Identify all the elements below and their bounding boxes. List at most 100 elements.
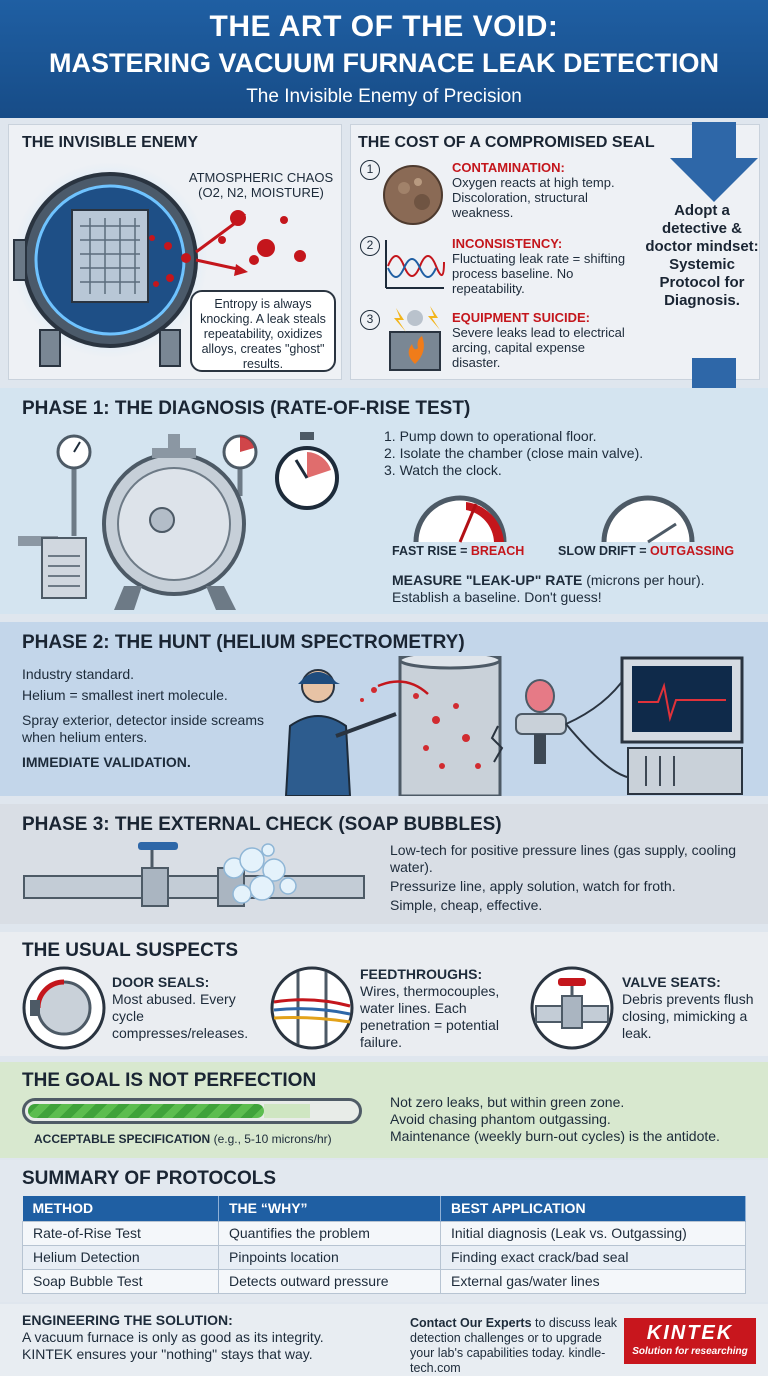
phase2-line1: Industry standard. (22, 666, 135, 682)
vacuum-chamber-illustration (12, 162, 306, 367)
summary-header-row: METHOD THE “WHY” BEST APPLICATION (22, 1196, 746, 1221)
phase2-text: Industry standard. Helium = smallest ine… (22, 666, 272, 771)
enemy-title: THE INVISIBLE ENEMY (22, 134, 199, 151)
phase3-line1: Low-tech for positive pressure lines (ga… (390, 842, 737, 875)
cost-item-1: CONTAMINATION: Oxygen reacts at high tem… (452, 160, 632, 220)
measure-bold: MEASURE "LEAK-UP" RATE (392, 572, 583, 588)
summary-title: SUMMARY OF PROTOCOLS (22, 1168, 277, 1189)
cost-item-2-number: 2 (360, 236, 380, 256)
mindset-text: Adopt a detective & doctor mindset: Syst… (645, 202, 759, 309)
acceptable-spec-bar (22, 1098, 362, 1124)
title-line2: MASTERING VACUUM FURNACE LEAK DETECTION (49, 48, 719, 78)
baseline-text: Establish a baseline. Don't guess! (392, 589, 602, 605)
stopwatch-icon (275, 432, 339, 510)
footer-title: ENGINEERING THE SOLUTION: (22, 1312, 233, 1328)
fast-rise-gauge-icon (413, 495, 507, 543)
spec-label-bold: ACCEPTABLE SPECIFICATION (34, 1132, 211, 1146)
fast-rise-text: FAST RISE = (392, 544, 471, 558)
goal-line1: Not zero leaks, but within green zone. (390, 1094, 625, 1110)
table-cell: Helium Detection (22, 1244, 219, 1270)
table-cell: Soap Bubble Test (22, 1268, 219, 1294)
feedthroughs-head: FEEDTHROUGHS: (360, 966, 483, 982)
table-cell: Pinpoints location (218, 1244, 441, 1270)
door-seal-icon (22, 966, 106, 1050)
usual-suspects-panel (0, 932, 768, 1056)
feedthrough-icon (270, 966, 354, 1050)
cost-item-1-number: 1 (360, 160, 380, 180)
header-banner: THE ART OF THE VOID: MASTERING VACUUM FU… (0, 0, 768, 118)
phase2-line2: Helium = smallest inert molecule. (22, 687, 228, 703)
measure-rest: (microns per hour). (582, 572, 705, 588)
fluctuating-graph-icon (385, 240, 445, 289)
phase1-step-3: 3. Watch the clock. (384, 462, 502, 478)
fast-rise-value: BREACH (470, 544, 525, 558)
slow-drift-label: SLOW DRIFT = OUTGASSING (558, 544, 734, 558)
footer-line2: KINTEK ensures your "nothing" stays that… (22, 1346, 313, 1362)
entropy-speech-bubble: Entropy is always knocking. A leak steal… (190, 290, 336, 372)
suspect-feedthroughs: FEEDTHROUGHS: Wires, thermocouples, wate… (360, 966, 520, 1051)
soap-bubble-pipe-illustration (23, 842, 365, 907)
contamination-icon (383, 165, 443, 225)
table-cell: External gas/water lines (440, 1268, 746, 1294)
phase3-panel (0, 804, 768, 924)
suspects-title: THE USUAL SUSPECTS (22, 940, 239, 961)
acceptable-spec-bar-margin (264, 1104, 310, 1118)
cost-item-1-head: CONTAMINATION: (452, 160, 565, 175)
slow-drift-gauge-icon (601, 495, 695, 544)
summary-table: METHOD THE “WHY” BEST APPLICATION Rate-o… (22, 1196, 746, 1294)
table-cell: Rate-of-Rise Test (22, 1220, 219, 1246)
footer-line1: A vacuum furnace is only as good as its … (22, 1329, 324, 1345)
cost-item-3-body: Severe leaks lead to electrical arcing, … (452, 325, 625, 370)
slow-drift-text: SLOW DRIFT = (558, 544, 651, 558)
phase1-measure: MEASURE "LEAK-UP" RATE (microns per hour… (392, 572, 705, 606)
table-row: Rate-of-Rise Test Quantifies the problem… (22, 1220, 746, 1246)
arcing-fire-icon (389, 306, 441, 371)
rate-of-rise-chamber-illustration (18, 434, 258, 610)
phase3-line3: Simple, cheap, effective. (390, 897, 543, 913)
cost-title: THE COST OF A COMPROMISED SEAL (358, 134, 655, 151)
valve-seat-icon (530, 966, 614, 1050)
table-cell: Detects outward pressure (218, 1268, 441, 1294)
table-cell: Initial diagnosis (Leak vs. Outgassing) (440, 1220, 746, 1246)
cost-item-3-head: EQUIPMENT SUICIDE: (452, 310, 590, 325)
cost-item-1-body: Oxygen reacts at high temp. Discoloratio… (452, 175, 615, 220)
phase3-line2: Pressurize line, apply solution, watch f… (390, 878, 676, 894)
phase2-line4: IMMEDIATE VALIDATION. (22, 754, 191, 770)
col-why: THE “WHY” (218, 1196, 441, 1221)
title-line1: THE ART OF THE VOID: (209, 10, 559, 43)
goal-title: THE GOAL IS NOT PERFECTION (22, 1070, 317, 1091)
fast-rise-label: FAST RISE = BREACH (392, 544, 524, 558)
phase3-title: PHASE 3: THE EXTERNAL CHECK (SOAP BUBBLE… (22, 814, 502, 835)
door-seals-body: Most abused. Every cycle compresses/rele… (112, 991, 249, 1041)
acceptable-spec-bar-fill (28, 1104, 264, 1118)
phase1-title: PHASE 1: THE DIAGNOSIS (RATE-OF-RISE TES… (22, 398, 471, 419)
table-row: Helium Detection Pinpoints location Find… (22, 1244, 746, 1270)
cost-item-3-number: 3 (360, 310, 380, 330)
goal-line2: Avoid chasing phantom outgassing. (390, 1111, 611, 1127)
helium-spectrometry-illustration (284, 656, 744, 796)
suspect-door-seals: DOOR SEALS: Most abused. Every cycle com… (112, 974, 262, 1042)
kintek-logo-text: KINTEK (646, 1322, 734, 1344)
phase1-step-2: 2. Isolate the chamber (close main valve… (384, 445, 644, 461)
slow-drift-value: OUTGASSING (650, 544, 735, 558)
website-link[interactable]: kindle-tech.com (410, 1346, 606, 1375)
contact-bold: Contact Our Experts (410, 1316, 532, 1330)
table-row: Soap Bubble Test Detects outward pressur… (22, 1268, 746, 1294)
cost-item-2-body: Fluctuating leak rate = shifting process… (452, 251, 626, 296)
phase1-step-1: 1. Pump down to operational floor. (384, 428, 597, 444)
contact-rest: to discuss leak detection challenges or … (410, 1316, 618, 1360)
cost-item-2: INCONSISTENCY: Fluctuating leak rate = s… (452, 236, 630, 296)
feedthroughs-body: Wires, thermocouples, water lines. Each … (360, 983, 500, 1050)
cost-item-3: EQUIPMENT SUICIDE: Severe leaks lead to … (452, 310, 630, 370)
valve-seats-body: Debris prevents flush closing, mimicking… (622, 991, 754, 1041)
kintek-logo: KINTEK Solution for researching (624, 1318, 756, 1364)
col-method: METHOD (22, 1196, 219, 1221)
suspect-valve-seats: VALVE SEATS: Debris prevents flush closi… (622, 974, 762, 1042)
chaos-line2: (O2, N2, MOISTURE) (198, 185, 324, 200)
contact-text: Contact Our Experts to discuss leak dete… (410, 1316, 620, 1376)
kintek-tagline: Solution for researching (632, 1346, 748, 1357)
atmospheric-chaos-label: ATMOSPHERIC CHAOS (O2, N2, MOISTURE) (186, 170, 336, 200)
phase2-title: PHASE 2: THE HUNT (HELIUM SPECTROMETRY) (22, 632, 465, 653)
goal-line3: Maintenance (weekly burn-out cycles) is … (390, 1128, 720, 1144)
phase2-line3: Spray exterior, detector inside screams … (22, 712, 264, 745)
